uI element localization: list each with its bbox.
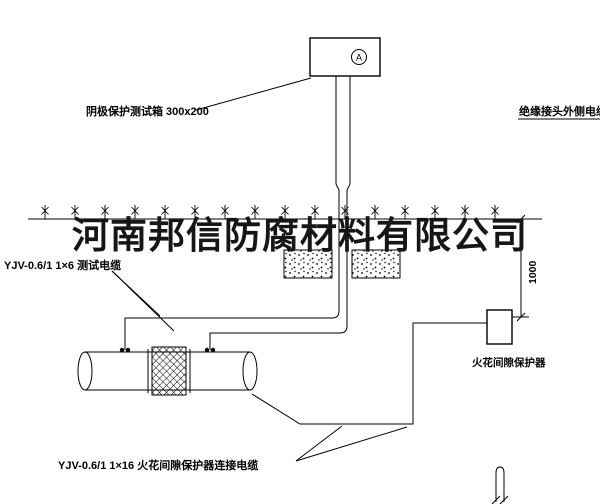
ground-surface-marks [41,205,499,219]
test-box [309,37,381,77]
spark-gap-protector-box [486,309,513,345]
label-test-cable: YJV-0.6/1 1×6 测试电缆 [4,260,122,272]
watermark: 河南邦信防腐材料有限公司 [72,216,528,257]
ammeter-label: A [356,53,362,63]
pipe-riser-symbol [491,466,509,504]
protector-cable [251,322,487,425]
pipe [77,346,258,396]
test-cable-2 [209,252,348,350]
label-insulated-joint-cable: 绝缘接头外侧电缆 [519,106,600,118]
label-spark-gap: 火花间隙保护器 [472,357,546,369]
conduit [335,76,351,252]
concrete-block-left [283,249,333,279]
leader-test-box [195,77,312,111]
leader-bottom-cable [295,425,408,462]
ammeter-icon [351,49,367,65]
label-test-box: 阴极保护测试箱 300x200 [86,106,209,118]
leader-test-cable [111,270,175,332]
pipe-end-cap-right [242,351,258,391]
pipe-end-cap-left [77,351,93,391]
concrete-block-right [351,249,401,279]
dimension-label: 1000 [527,260,539,284]
dimension-line [512,214,529,322]
cable-lug-left [119,347,131,353]
cable-lug-right [204,347,216,353]
test-cable-1 [124,252,340,350]
label-bottom-cable: YJV-0.6/1 1×16 火花间隙保护器连接电缆 [58,460,259,472]
